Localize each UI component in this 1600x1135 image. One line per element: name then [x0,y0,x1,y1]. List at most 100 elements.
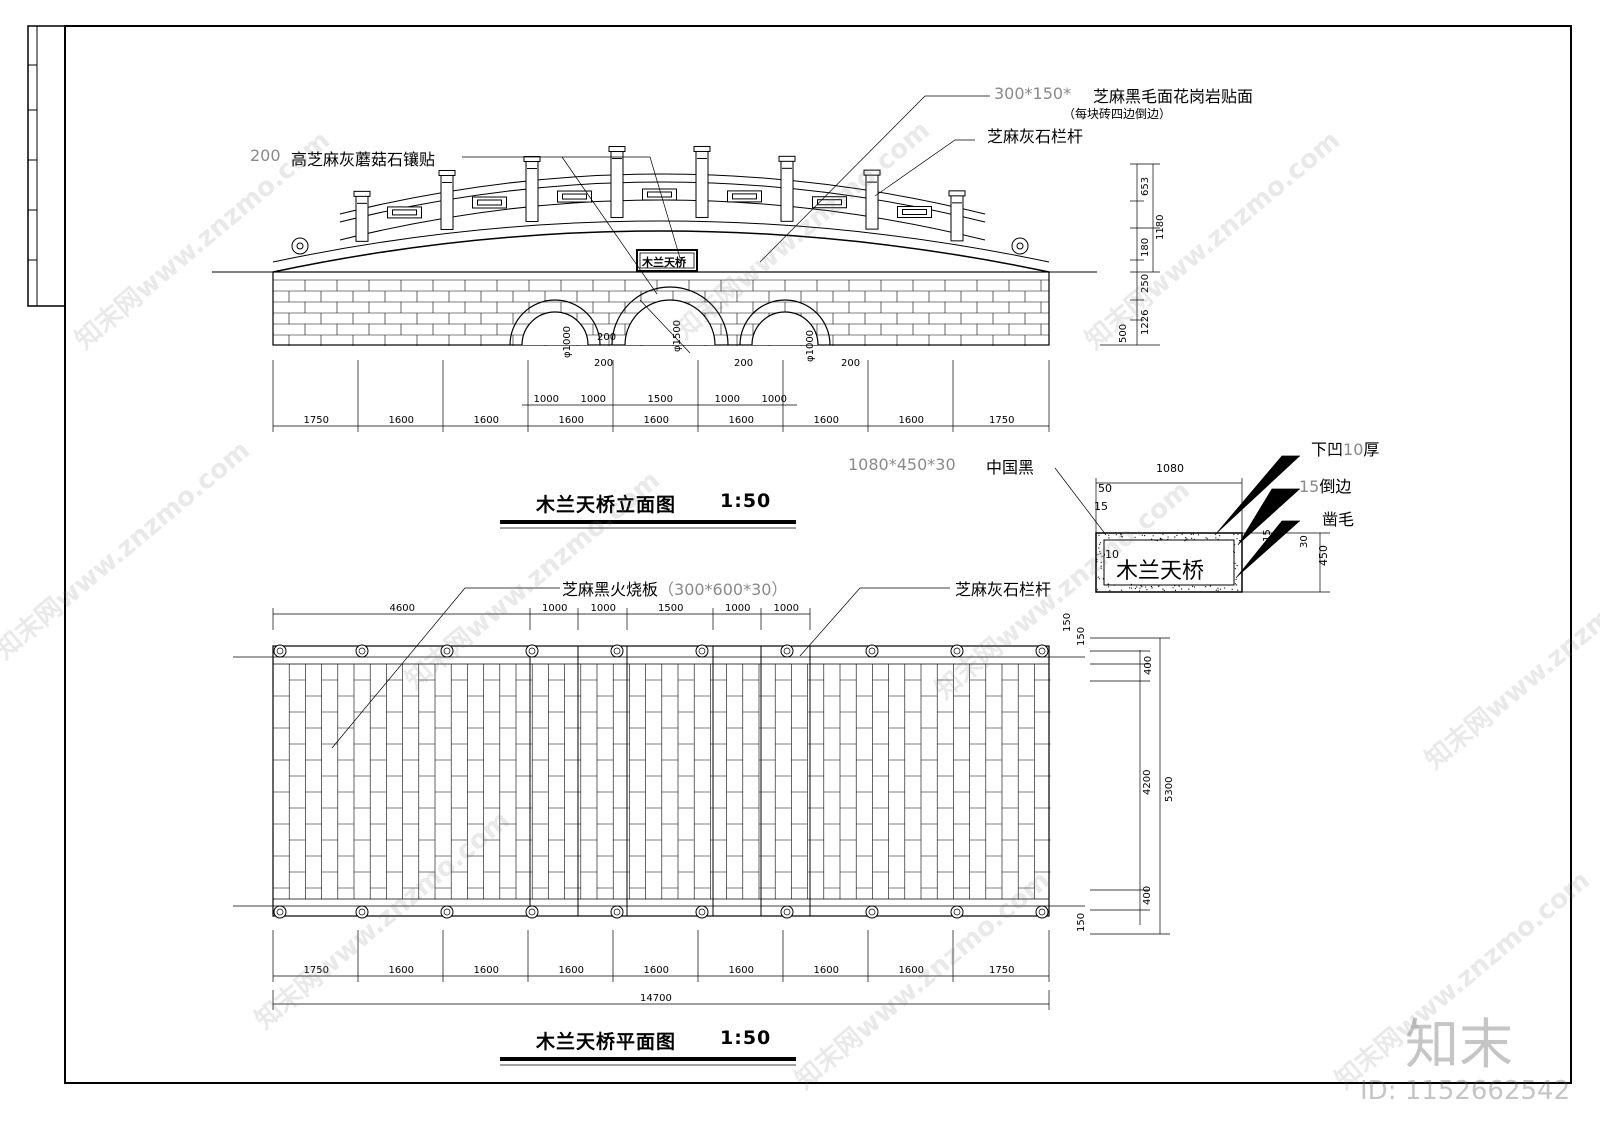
plan-top-dim-1: 1000 [542,603,568,614]
chisel-texture [1096,533,1241,592]
elevation-right-dim-0: 653 [1140,176,1151,196]
elevation-dim-3: 1600 [558,415,584,426]
plan-right-dim-3: 4200 [1142,769,1153,795]
plaque-width-dim: 1080 [1156,462,1184,475]
spring-dim-0: 200 [594,358,614,369]
plan-top-dim-2: 1000 [590,603,616,614]
plan-title-bar [500,1057,796,1061]
elevation-title-bar [500,520,796,524]
arch-openings [509,286,831,346]
paving-pattern [272,646,1051,916]
elevation-dim-5: 1600 [728,415,754,426]
title-strip [27,25,66,307]
arch-dim-1: 1000 [580,394,606,405]
image-id-watermark: ID: 1152662542 [1360,1076,1571,1106]
elevation-dim-4: 1600 [643,415,669,426]
plan-dimension-lines [272,608,1050,1010]
chamfer-callout: 15倒边 [1299,477,1352,496]
plaque-material-callout: 中国黑 [986,458,1035,477]
plan-top-dim-0: 4600 [389,603,415,614]
elevation-dim-7: 1600 [898,415,924,426]
elevation-right-dim-1: 1180 [1155,214,1166,240]
brand-watermark: 知末 [1405,1013,1513,1076]
plaque-inner [1103,539,1235,586]
arch-dim-0: 1000 [533,394,559,405]
elevation-scale: 1:50 [720,490,772,512]
elevation-dim-6: 1600 [813,415,839,426]
elevation-dim-1: 1600 [388,415,414,426]
spring-dim-2: 200 [734,358,754,369]
right-scroll [1011,237,1029,255]
deck-outline [272,645,1050,917]
railing-top [339,181,986,223]
granite-callout: 芝麻黑毛面花岗岩贴面 [1093,87,1254,106]
arch-diameter-0: φ1000 [562,325,573,358]
plan-bottom-dim-6: 1600 [813,965,839,976]
elevation-dim-0: 1750 [303,415,329,426]
plan-right-dim-5: 150 [1076,912,1087,932]
elevation-right-dims [1100,163,1160,346]
plan-top-dim-4: 1000 [725,603,751,614]
plaque-dim-50: 50 [1098,482,1112,495]
plan-top-dim-5: 1000 [773,603,799,614]
elevation-right-dim-5: 500 [1118,323,1129,343]
granite-note: （每块砖四边倒边） [1063,107,1172,121]
plan-bottom-dim-0: 1750 [303,965,329,976]
mushroom-size-label: 200 [250,146,281,165]
elevation-leaders [462,95,990,354]
railing-callout-plan: 芝麻灰石栏杆 [955,580,1052,599]
drawing-frame [64,25,1572,1084]
elevation-dim-8: 1750 [989,415,1015,426]
left-scroll [291,237,309,255]
railing-callout-elevation: 芝麻灰石栏杆 [987,127,1084,146]
plan-bottom-dim-1: 1600 [388,965,414,976]
railing-bottom [339,199,986,241]
plan-leaders [331,587,950,749]
plan-right-dim-4: 400 [1142,885,1153,905]
plaque-dim-15: 15 [1094,500,1108,513]
elevation-plaque-label: 木兰天桥 [642,256,686,269]
plan-bottom-dim-7: 1600 [898,965,924,976]
plaque-detail-label: 木兰天桥 [1116,559,1205,584]
railing-posts [353,145,966,242]
plaque-dim-15b: 15 [1262,529,1273,542]
elevation-title: 木兰天桥立面图 [536,494,677,516]
plan-right-dim-0: 150 [1062,612,1073,632]
elevation-dim-2: 1600 [473,415,499,426]
mushroom-callout: 高芝麻灰蘑菇石镶贴 [291,150,436,169]
plan-top-dim-3: 1500 [658,603,684,614]
plaque-dim-30: 30 [1299,535,1310,548]
granite-size-label: 300*150* [994,84,1072,103]
elevation-dimension-lines [272,360,1050,432]
plan-bottom-dim-4: 1600 [643,965,669,976]
plan-view [233,587,1170,1066]
title-strip-lines [28,26,38,306]
plan-scale: 1:50 [720,1027,772,1049]
plan-right-total: 5300 [1164,776,1175,802]
elevation-plaque [636,249,698,272]
elevation-view [212,95,1160,529]
plaque-size-label: 1080*450*30 [848,455,956,474]
plaque-dim-10: 10 [1105,548,1119,561]
spring-dim-3: 200 [841,358,861,369]
recess-callout: 下凹10厚 [1311,440,1380,459]
plaque-dims [1054,455,1330,593]
arch-cap-line [272,220,1050,263]
arch-dim-3: 1000 [714,394,740,405]
arch-top-line [272,230,1050,273]
arch-dim-2: 1500 [647,394,673,405]
spring-dim-1: 200 [597,332,617,343]
elevation-right-dim-3: 250 [1140,273,1151,293]
plan-title: 木兰天桥平面图 [536,1031,677,1053]
elevation-right-dim-2: 180 [1140,237,1151,257]
arch-dim-4: 1000 [761,394,787,405]
chisel-callout: 凿毛 [1322,510,1355,529]
plan-right-dims [1090,637,1170,935]
plan-right-dim-1: 150 [1076,626,1087,646]
plan-bottom-dim-3: 1600 [558,965,584,976]
plan-total-dim: 14700 [640,993,672,1004]
plaque-detail [1054,455,1330,593]
arch-diameter-2: φ1000 [805,329,816,362]
